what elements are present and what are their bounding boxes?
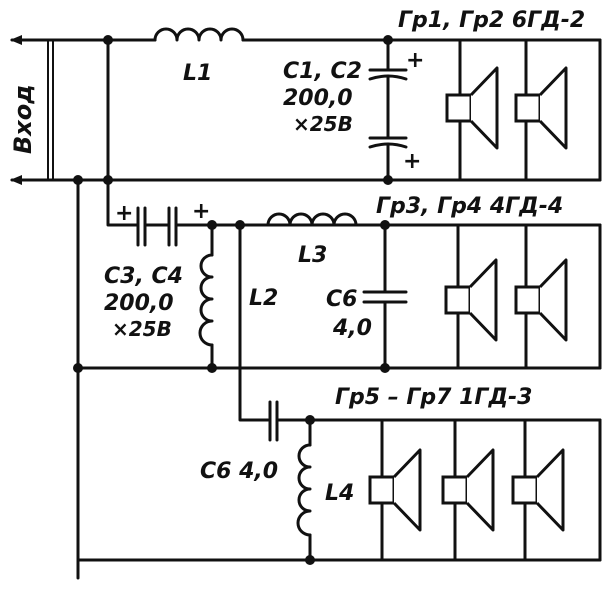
speaker-gr7 xyxy=(511,448,565,532)
label-c1-c2-voltage: ×25В xyxy=(293,112,353,136)
top-section-wiring xyxy=(28,27,602,182)
label-c3-c4-voltage: ×25В xyxy=(112,317,172,341)
label-c1-c2-value: 200,0 xyxy=(283,86,353,111)
label-c3-c4-value: 200,0 xyxy=(104,291,174,316)
polarity-plus-c2: + xyxy=(403,149,421,174)
capacitor-c6 xyxy=(268,400,279,442)
inductor-l3 xyxy=(266,212,358,227)
label-l3: L3 xyxy=(298,243,327,268)
label-c6: C6 4,0 xyxy=(200,459,278,484)
capacitor-c3-c4: + + xyxy=(115,199,210,247)
speaker-gr3 xyxy=(444,258,498,342)
polarity-plus-c4: + xyxy=(192,199,210,224)
label-l4: L4 xyxy=(325,481,354,506)
speaker-gr1 xyxy=(445,66,499,150)
input-terminals: Вход xyxy=(9,35,54,185)
speaker-gr6 xyxy=(441,448,495,532)
label-group2: Гр3, Гр4 4ГД-4 xyxy=(376,194,563,219)
label-c1-c2-name: C1, C2 xyxy=(283,59,362,84)
speaker-gr2 xyxy=(514,66,568,150)
label-l1: L1 xyxy=(183,61,212,86)
capacitor-c5 xyxy=(362,290,408,304)
speaker-gr5 xyxy=(368,448,422,532)
label-c5-value: 4,0 xyxy=(332,316,372,341)
label-c5-name: C6 xyxy=(326,287,357,312)
polarity-plus-c3: + xyxy=(115,201,133,226)
label-l2: L2 xyxy=(249,286,278,311)
capacitor-c1-c2: + + xyxy=(368,48,424,174)
label-group1: Гр1, Гр2 6ГД-2 xyxy=(398,8,585,33)
label-c3-c4-name: C3, C4 xyxy=(104,264,183,289)
inductor-l4 xyxy=(296,443,312,537)
input-label: Вход xyxy=(9,84,37,154)
label-group3: Гр5 – Гр7 1ГД-3 xyxy=(335,385,532,410)
polarity-plus-c1: + xyxy=(406,48,424,73)
junction-dots xyxy=(73,35,393,565)
speaker-gr4 xyxy=(514,258,568,342)
inductor-l2 xyxy=(198,253,214,347)
